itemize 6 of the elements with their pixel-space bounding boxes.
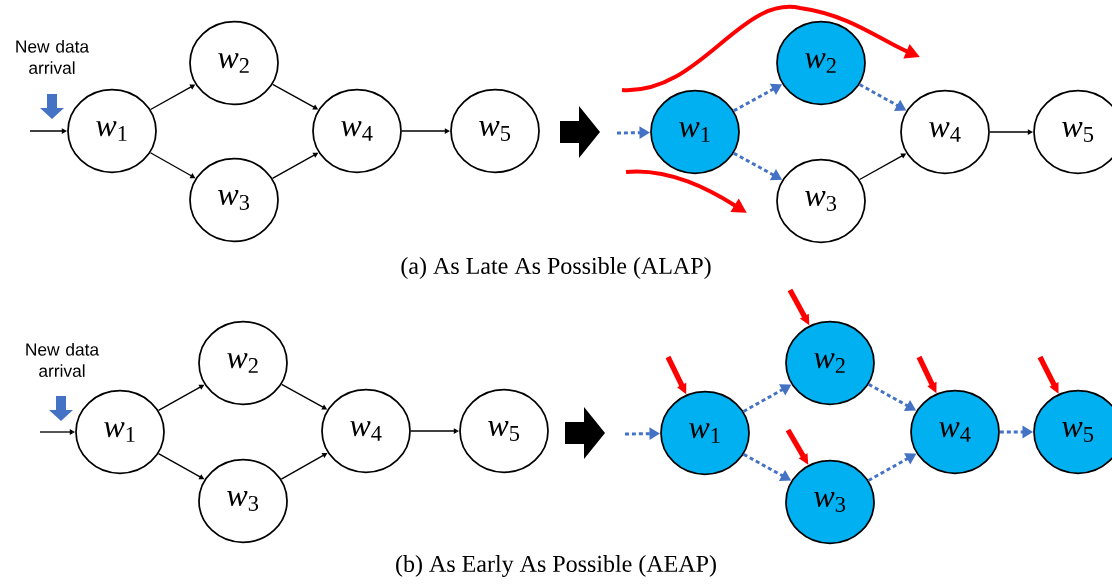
caption: (a) As Late As Possible (ALAP) xyxy=(401,257,711,279)
annotation-text: New data arrival xyxy=(16,39,90,75)
caption: (b) As Early As Possible (AEAP) xyxy=(396,555,716,577)
annotation-text: New data arrival xyxy=(26,342,100,378)
arrow xyxy=(39,429,75,435)
arrow xyxy=(29,128,67,134)
